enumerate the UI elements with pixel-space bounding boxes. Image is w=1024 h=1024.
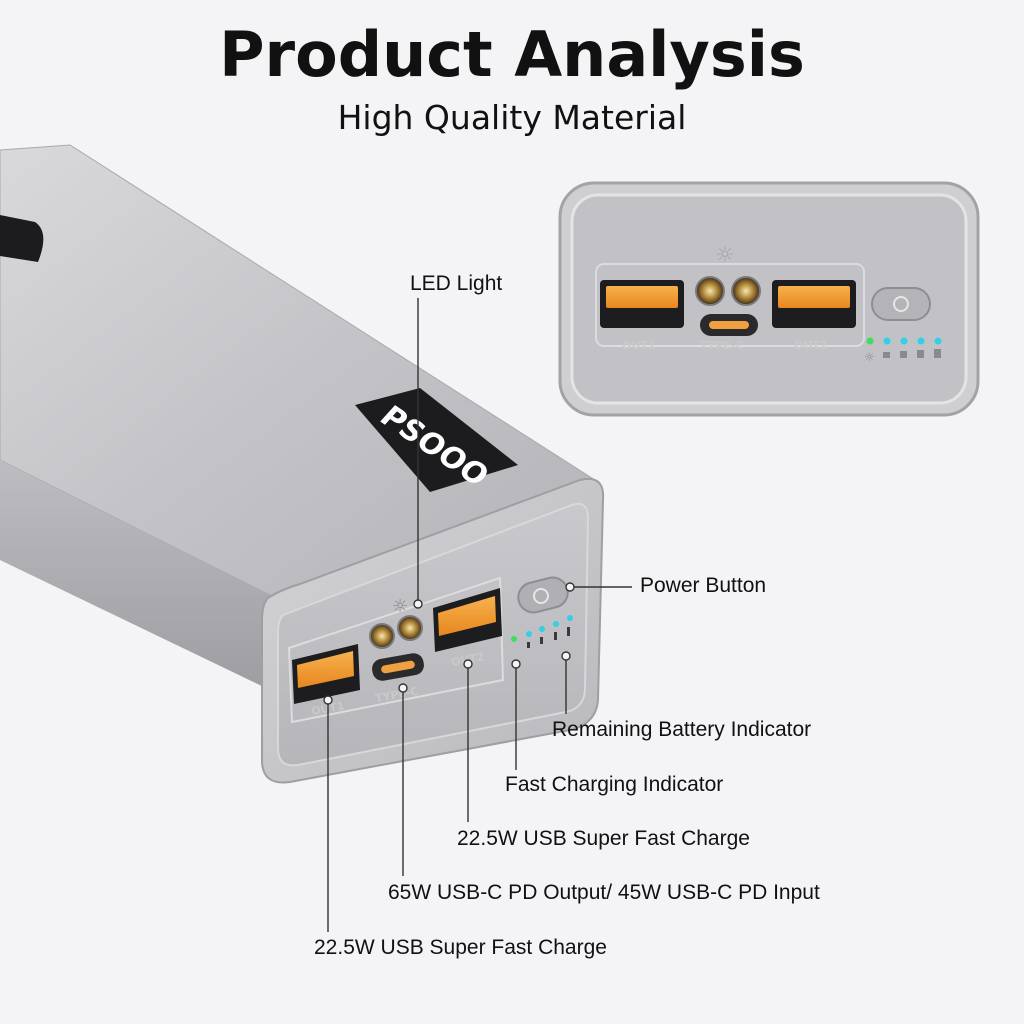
main-port-out1 (292, 644, 360, 704)
power-bank-front-view: ☼ OUT1 TYPE-C OUT2 ☼ (558, 181, 980, 417)
callout-fast-charging: Fast Charging Indicator (505, 773, 724, 796)
main-port-out2 (433, 588, 502, 652)
callout-lines (323, 298, 632, 932)
front-bulb-icon: ☼ (715, 243, 735, 268)
callout-usb-out1: 22.5W USB Super Fast Charge (314, 936, 607, 959)
front-label-type-c: TYPE-C (700, 339, 744, 352)
front-label-out1: OUT1 (622, 339, 655, 352)
svg-text:☼: ☼ (864, 350, 875, 364)
page-title: Product Analysis (219, 18, 805, 91)
page-subtitle: High Quality Material (337, 98, 687, 137)
callout-usb-out2: 22.5W USB Super Fast Charge (457, 827, 750, 850)
callout-remaining-battery: Remaining Battery Indicator (552, 718, 812, 741)
callout-led-light: LED Light (410, 272, 503, 295)
main-port-type-c (372, 653, 424, 681)
callout-power-button: Power Button (640, 574, 767, 597)
front-label-out2: OUT2 (794, 339, 827, 352)
bulb-icon: ☼ (392, 596, 408, 617)
callout-usb-c: 65W USB-C PD Output/ 45W USB-C PD Input (388, 881, 820, 904)
main-led-lights: ☼ (369, 596, 423, 649)
main-battery-indicator (511, 615, 573, 648)
power-bank-main: PSOOO (0, 144, 605, 784)
